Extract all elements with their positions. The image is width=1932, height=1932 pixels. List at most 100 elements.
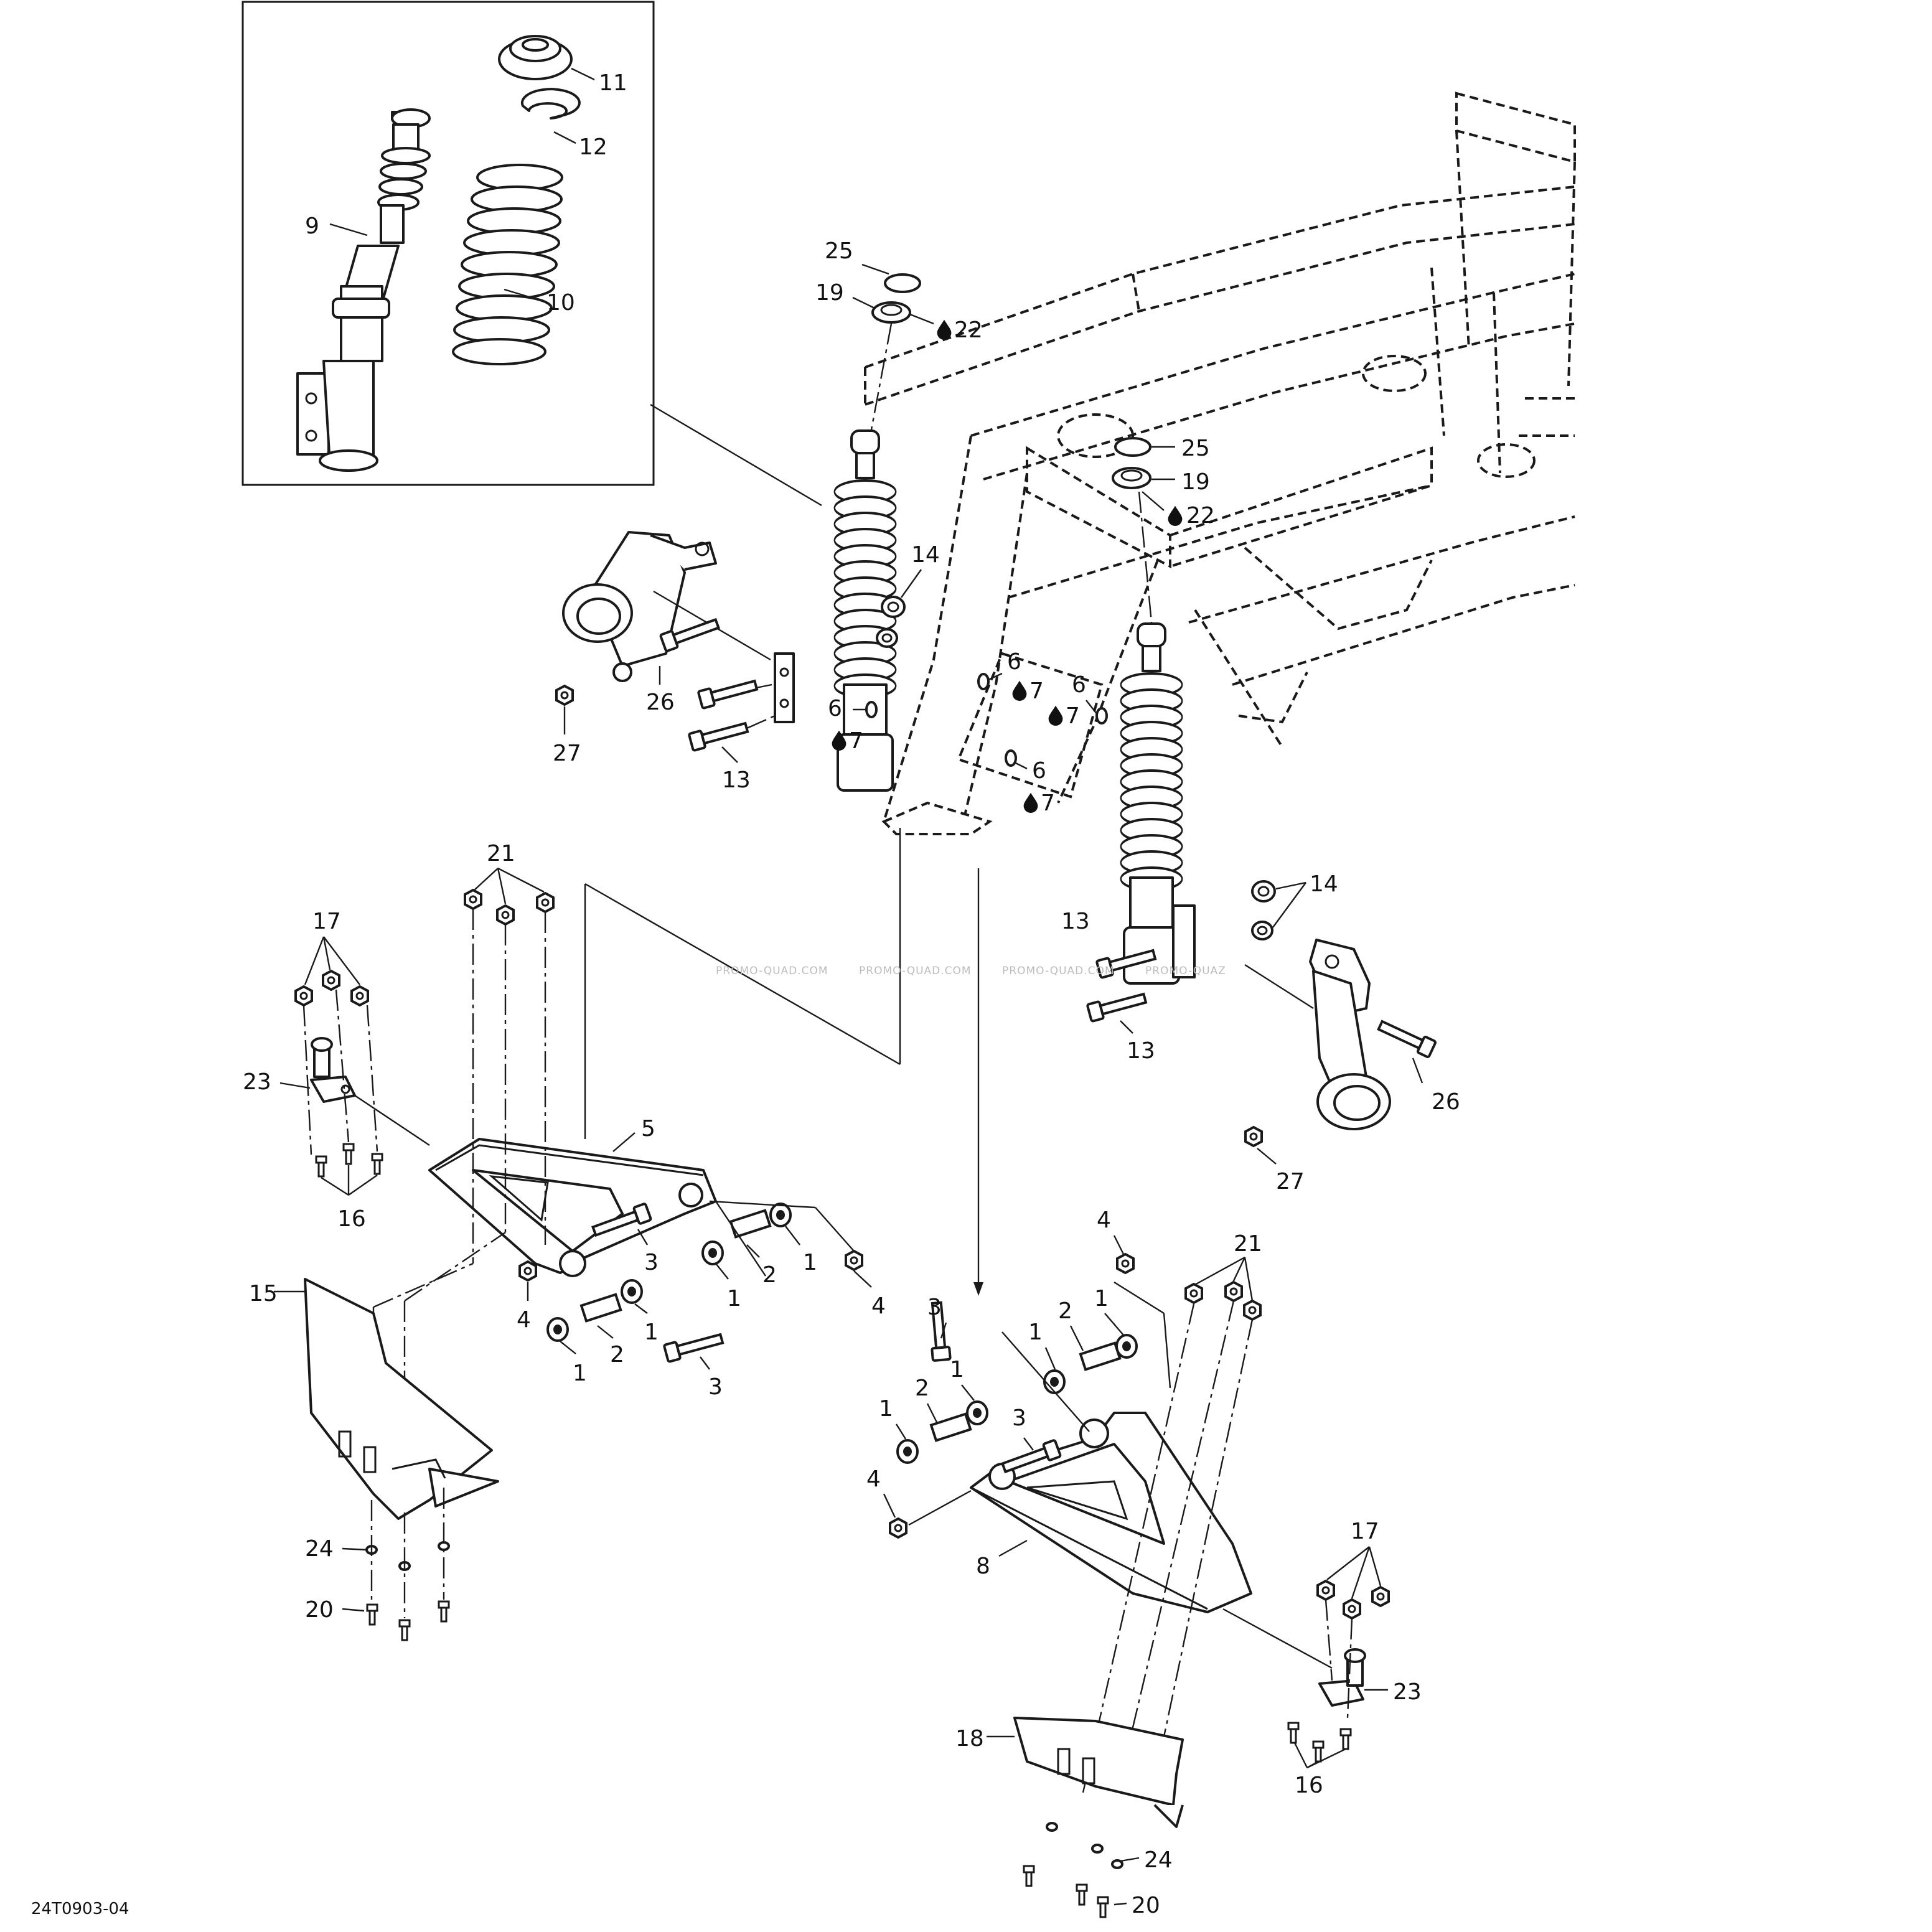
callout-3-left-a: 3 [644,1250,659,1275]
grease-fittings-6 [865,673,1108,767]
callout-21-right: 21 [1234,1231,1262,1257]
callout-22-left: 22 [954,317,983,343]
right-shock-absorber [1121,624,1196,983]
callout-21-left: 21 [487,841,515,866]
callout-9: 9 [305,213,319,239]
callout-23-right: 23 [1393,1679,1422,1705]
callout-26-left: 26 [646,690,675,715]
callout-24-left: 24 [305,1536,334,1562]
right-nuts-21 [1184,1281,1262,1321]
callout-7-a: 7 [1029,678,1044,704]
right-a-arm-part-8 [970,1412,1252,1613]
callout-22-right: 22 [1186,503,1215,528]
callout-19-left: 19 [815,280,844,306]
left-skid-hardware-24-20 [365,1541,450,1641]
callout-18: 18 [955,1726,984,1751]
callout-2-left-a: 2 [762,1262,777,1288]
callout-7-c: 7 [1066,703,1080,729]
nut-part-14-left-b [876,628,898,648]
callout-19-right: 19 [1181,469,1210,495]
callout-26-right: 26 [1432,1089,1460,1115]
callout-12: 12 [579,134,607,160]
watermark: PROMO-QUAD.COM PROMO-QUAD.COM PROMO-QUAD… [716,965,1226,977]
callout-17-right: 17 [1351,1519,1379,1544]
left-steering-knuckle [562,531,717,682]
callout-1-left-a: 1 [803,1250,817,1275]
callout-1-right-c: 1 [879,1396,893,1422]
callout-4-left-a: 4 [517,1307,531,1333]
right-skid-plate-18 [1013,1717,1184,1828]
callout-1-left-b: 1 [727,1286,741,1311]
left-ball-joint-23 [310,1037,356,1103]
callout-20-left: 20 [305,1597,334,1623]
nut-part-14-left [881,596,906,618]
nut-part-4-left-a [518,1260,537,1282]
callout-4-right-a: 4 [1097,1208,1111,1233]
svg-text:PROMO-QUAD.COM: PROMO-QUAD.COM [859,965,972,977]
callout-2-right-b: 2 [915,1376,929,1401]
callout-16-right: 16 [1295,1773,1323,1798]
callout-14-right: 14 [1310,871,1338,897]
callout-24-right: 24 [1144,1847,1173,1873]
right-bushing-19 [1112,467,1151,489]
callout-23-left: 23 [243,1069,271,1095]
svg-text:PROMO-QUAD.COM: PROMO-QUAD.COM [1002,965,1115,977]
svg-text:PROMO-QUAZ: PROMO-QUAZ [1145,965,1226,977]
callout-20-right: 20 [1132,1893,1160,1918]
vehicle-frame-reference [864,91,1576,835]
callout-10: 10 [546,290,575,316]
right-ball-joint-23 [1318,1648,1366,1707]
callout-4-right-b: 4 [866,1466,881,1492]
callout-13-right-b: 13 [1127,1038,1155,1064]
callout-1-left-c: 1 [644,1320,659,1345]
callout-13-left: 13 [722,767,751,793]
nut-part-4-left-b [845,1250,863,1271]
right-seal-washer-25 [1114,437,1151,457]
right-nuts-17 [1316,1580,1390,1620]
callout-27-right: 27 [1276,1169,1305,1194]
left-nuts-17 [294,970,369,1006]
callout-13-right-a: 13 [1061,909,1090,934]
callout-11: 11 [599,70,627,96]
nut-part-14-right-a [1251,880,1276,903]
callout-25-right: 25 [1181,436,1210,461]
callout-16-left: 16 [337,1206,366,1232]
left-a-arm-part-5 [428,1138,717,1277]
drawing-code: 24T0903-04 [31,1900,129,1918]
callout-1-right-b: 1 [1094,1286,1109,1311]
nut-part-27-left [555,685,574,706]
callout-2-left-b: 2 [610,1342,624,1367]
callout-1-right-d: 1 [950,1357,964,1382]
bolt-part-13-right-b [1086,988,1148,1023]
callout-14-left: 14 [911,542,940,568]
left-seal-washer-25 [884,273,921,293]
callout-15: 15 [249,1281,278,1306]
svg-text:PROMO-QUAD.COM: PROMO-QUAD.COM [716,965,828,977]
callout-8: 8 [976,1554,990,1579]
callout-3-right-a: 3 [927,1295,942,1320]
callout-6-c: 6 [1072,672,1086,698]
spring-cup-part-11 [498,35,573,80]
inset-shock-detail [242,1,655,486]
bolt-part-13-left-a [696,675,759,710]
callout-4-left-b: 4 [871,1293,886,1319]
callout-1-left-d: 1 [573,1361,587,1386]
retaining-clip-part-12 [520,88,581,120]
callout-labels: 11 12 9 10 25 19 22 25 19 22 14 26 27 13… [243,70,1460,1918]
coil-spring-part-10 [452,164,563,365]
callout-6-b: 6 [828,696,842,721]
callout-27-left: 27 [553,741,581,766]
left-skid-plate-15 [304,1278,499,1520]
callout-7-b: 7 [849,728,863,754]
callout-3-left-b: 3 [708,1374,723,1400]
callout-6-d: 6 [1032,758,1046,784]
left-nuts-21 [464,889,555,926]
left-bushing-19 [871,301,911,324]
bolt-part-13-left-b [687,718,750,753]
nut-part-4-right-a [1116,1253,1135,1274]
right-steering-knuckle [1309,939,1391,1130]
right-screws-16 [1287,1722,1352,1763]
callout-2-right-a: 2 [1058,1298,1072,1324]
callout-5: 5 [641,1116,655,1142]
nut-part-14-right-b [1251,921,1273,940]
